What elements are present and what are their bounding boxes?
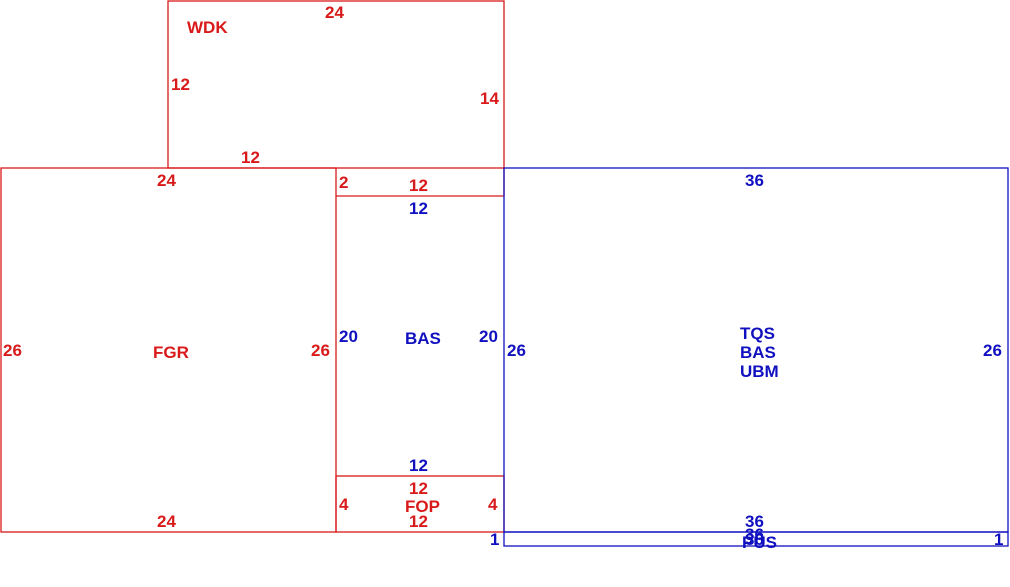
bas-small-label: BAS [405,329,441,348]
pus-dim-right: 1 [994,530,1003,549]
main-dim-right: 26 [983,341,1002,360]
pus-area-outline [503,531,1009,547]
bas-dim-left: 20 [339,327,358,346]
wdk-label: WDK [187,18,228,37]
fop-dim-bottom: 12 [409,512,428,531]
bas-top-blue-dim: 12 [409,199,428,218]
fgr-area-outline [0,167,337,533]
fop-label: FOP [405,497,440,516]
bas-top-red-dim: 12 [409,176,428,195]
fgr-label: FGR [153,343,189,362]
main-dim-top: 36 [745,171,764,190]
fop-dim-left: 4 [339,495,349,514]
wdk-dim-top: 24 [325,3,344,22]
fgr-dim-top: 24 [157,171,176,190]
bas-bottom-blue-dim: 12 [409,456,428,475]
main-label-bas: BAS [740,343,776,362]
fop-dim-top: 12 [409,479,428,498]
main-dim-bottom: 36 [745,512,764,531]
fgr-dim-right: 26 [311,341,330,360]
wdk-dim-bottom: 12 [241,148,260,167]
main-label-tqs: TQS [740,324,775,343]
bas-dim-right: 20 [479,327,498,346]
wdk-dim-right: 14 [480,89,499,108]
main-dim-left: 26 [507,341,526,360]
fop-dim-right: 4 [488,495,498,514]
fgr-dim-bottom: 24 [157,512,176,531]
pus-dim-left: 1 [490,530,499,549]
fgr-dim-left: 26 [3,341,22,360]
bas-side-dim: 2 [339,173,348,192]
pus-dim-bottom: 36 [745,530,764,549]
wdk-dim-left: 12 [171,75,190,94]
pus-label: PUS [742,533,777,552]
pus-dim-top: 36 [745,525,764,544]
main-label-ubm: UBM [740,362,779,381]
